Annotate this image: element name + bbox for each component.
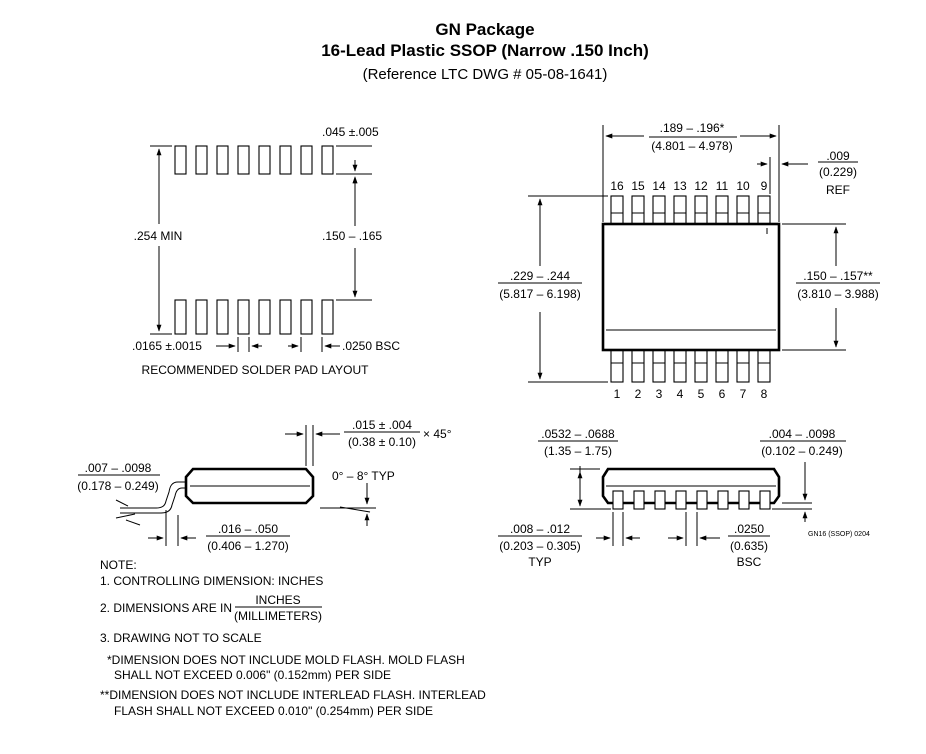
lead-thickness-mm: (0.178 – 0.249) bbox=[77, 479, 158, 493]
pad-size-label: .0165 ±.0015 bbox=[132, 339, 202, 353]
pin-number: 5 bbox=[698, 387, 705, 401]
lead-pitch-bsc: BSC bbox=[737, 555, 762, 569]
pin-number: 11 bbox=[716, 179, 729, 193]
pad-min-span-label: .254 MIN bbox=[134, 229, 183, 243]
lead-thickness-in: .007 – .0098 bbox=[85, 461, 152, 475]
notes-heading: NOTE: bbox=[100, 558, 137, 572]
top-leads bbox=[610, 195, 771, 225]
bottom-leads bbox=[610, 349, 771, 383]
body-length-mm: (4.801 – 4.978) bbox=[651, 139, 732, 153]
note-star-1b: SHALL NOT EXCEED 0.006" (0.152mm) PER SI… bbox=[114, 668, 391, 682]
pin-number: 7 bbox=[740, 387, 747, 401]
pad-inner-span-label: .150 – .165 bbox=[322, 229, 382, 243]
gull-wing-lead bbox=[120, 481, 186, 509]
solder-pad-layout: .254 MIN .045 ±.005 .150 – .165 .0165 ±.… bbox=[132, 125, 400, 377]
pin-number: 9 bbox=[761, 179, 768, 193]
pin-number: 16 bbox=[610, 179, 624, 193]
end-view-leads bbox=[612, 490, 771, 510]
standoff-mm: (0.102 – 0.249) bbox=[761, 444, 842, 458]
foot-length-in: .016 – .050 bbox=[218, 522, 278, 536]
lead-pitch-mm: (0.635) bbox=[730, 539, 768, 553]
pin-number: 10 bbox=[736, 179, 750, 193]
pin-number: 1 bbox=[614, 387, 621, 401]
ref-offset-mm: (0.229) bbox=[819, 165, 857, 179]
drawing-code: GN16 (SSOP) 0204 bbox=[808, 531, 870, 538]
body-width-mm: (3.810 – 3.988) bbox=[797, 287, 878, 301]
body-length-in: .189 – .196* bbox=[660, 121, 725, 135]
lead-pitch-in: .0250 bbox=[734, 522, 764, 536]
total-width-mm: (5.817 – 6.198) bbox=[499, 287, 580, 301]
top-pad-row bbox=[174, 145, 334, 175]
pad-pitch-label: .0250 BSC bbox=[342, 339, 400, 353]
body-width-in: .150 – .157** bbox=[803, 269, 873, 283]
package-subtitle: 16-Lead Plastic SSOP (Narrow .150 Inch) bbox=[321, 41, 649, 60]
note-1: 1. CONTROLLING DIMENSION: INCHES bbox=[100, 574, 323, 588]
ref-offset-label: REF bbox=[826, 183, 850, 197]
page-title: GN Package bbox=[435, 20, 534, 39]
lead-width-mm: (0.203 – 0.305) bbox=[499, 539, 580, 553]
notes: NOTE: 1. CONTROLLING DIMENSION: INCHES 2… bbox=[100, 558, 486, 718]
note-3: 3. DRAWING NOT TO SCALE bbox=[100, 631, 262, 645]
pin-number: 2 bbox=[635, 387, 642, 401]
ref-offset-in: .009 bbox=[826, 149, 850, 163]
lead-width-typ: TYP bbox=[528, 555, 551, 569]
foot-length-mm: (0.406 – 1.270) bbox=[207, 539, 288, 553]
side-view-left: .015 ± .004 (0.38 ± 0.10) × 45° 0° – 8° … bbox=[77, 418, 451, 553]
lead-angle-label: 0° – 8° TYP bbox=[332, 469, 395, 483]
pin-number: 8 bbox=[761, 387, 768, 401]
solder-pad-caption: RECOMMENDED SOLDER PAD LAYOUT bbox=[142, 363, 370, 377]
chamfer-mm: (0.38 ± 0.10) bbox=[348, 435, 416, 449]
note-2-denominator: (MILLIMETERS) bbox=[234, 609, 322, 623]
total-width-in: .229 – .244 bbox=[510, 269, 570, 283]
top-view: 16 15 14 13 12 11 10 9 1 2 3 4 5 6 7 8 .… bbox=[498, 121, 880, 401]
note-star-2b: FLASH SHALL NOT EXCEED 0.010" (0.254mm) … bbox=[114, 704, 433, 718]
pin-number: 14 bbox=[652, 179, 666, 193]
package-height-in: .0532 – .0688 bbox=[541, 427, 615, 441]
chamfer-angle: × 45° bbox=[423, 427, 452, 441]
bottom-pad-row bbox=[174, 299, 334, 335]
package-body-top bbox=[601, 222, 781, 352]
reference-drawing: (Reference LTC DWG # 05-08-1641) bbox=[363, 66, 608, 83]
lead-width-in: .008 – .012 bbox=[510, 522, 570, 536]
pin-number: 4 bbox=[677, 387, 684, 401]
pin-number: 15 bbox=[631, 179, 645, 193]
pin-number: 3 bbox=[656, 387, 663, 401]
side-view-right: .0532 – .0688 (1.35 – 1.75) .004 – .0098… bbox=[498, 427, 870, 569]
package-height-mm: (1.35 – 1.75) bbox=[544, 444, 612, 458]
chamfer-in: .015 ± .004 bbox=[352, 418, 412, 432]
pad-width-label: .045 ±.005 bbox=[322, 125, 379, 139]
pin-number: 12 bbox=[694, 179, 708, 193]
pin-number: 13 bbox=[673, 179, 687, 193]
note-star-2a: **DIMENSION DOES NOT INCLUDE INTERLEAD F… bbox=[100, 688, 486, 702]
note-2: 2. DIMENSIONS ARE IN bbox=[100, 601, 232, 615]
note-star-1a: *DIMENSION DOES NOT INCLUDE MOLD FLASH. … bbox=[107, 653, 465, 667]
standoff-in: .004 – .0098 bbox=[769, 427, 836, 441]
note-2-numerator: INCHES bbox=[255, 593, 300, 607]
pin-number: 6 bbox=[719, 387, 726, 401]
